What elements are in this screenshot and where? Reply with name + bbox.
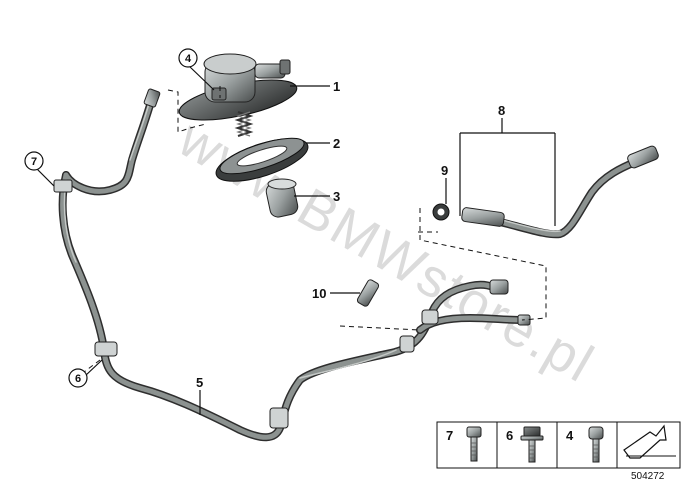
callout-1: 1 [333, 79, 340, 94]
bolt-icon [466, 426, 482, 462]
roller-tappet [265, 178, 299, 218]
hardware-legend: 7 6 4 [436, 421, 681, 469]
legend-label-4: 4 [566, 428, 574, 443]
callout-5: 5 [196, 375, 203, 390]
seal-ring [215, 137, 309, 182]
callout-4: 4 [185, 53, 192, 65]
fuel-line-5 [53, 88, 531, 442]
sensor-10 [356, 279, 380, 307]
leader-lines [35, 65, 556, 415]
high-pressure-pump [178, 53, 298, 138]
fuel-line-8 [461, 145, 659, 239]
callout-8: 8 [498, 103, 505, 118]
legend-label-7: 7 [446, 428, 453, 443]
dashed-guides [83, 86, 547, 373]
callout-4-circle [178, 48, 198, 68]
direction-arrow-icon [623, 424, 676, 459]
callout-labels: 1 2 3 4 5 6 7 8 9 10 [24, 48, 505, 390]
callout-6-circle [68, 368, 88, 388]
callout-6: 6 [75, 373, 81, 385]
callout-2: 2 [333, 136, 340, 151]
hex-flange-bolt-icon [520, 426, 544, 463]
callout-9: 9 [441, 163, 448, 178]
callout-3: 3 [333, 189, 340, 204]
callout-10: 10 [312, 286, 326, 301]
socket-bolt-icon [588, 426, 604, 463]
legend-label-6: 6 [506, 428, 513, 443]
reference-code: 504272 [631, 471, 665, 482]
callout-7-circle [24, 151, 44, 171]
callout-7: 7 [31, 156, 37, 168]
seal-9 [432, 203, 450, 221]
